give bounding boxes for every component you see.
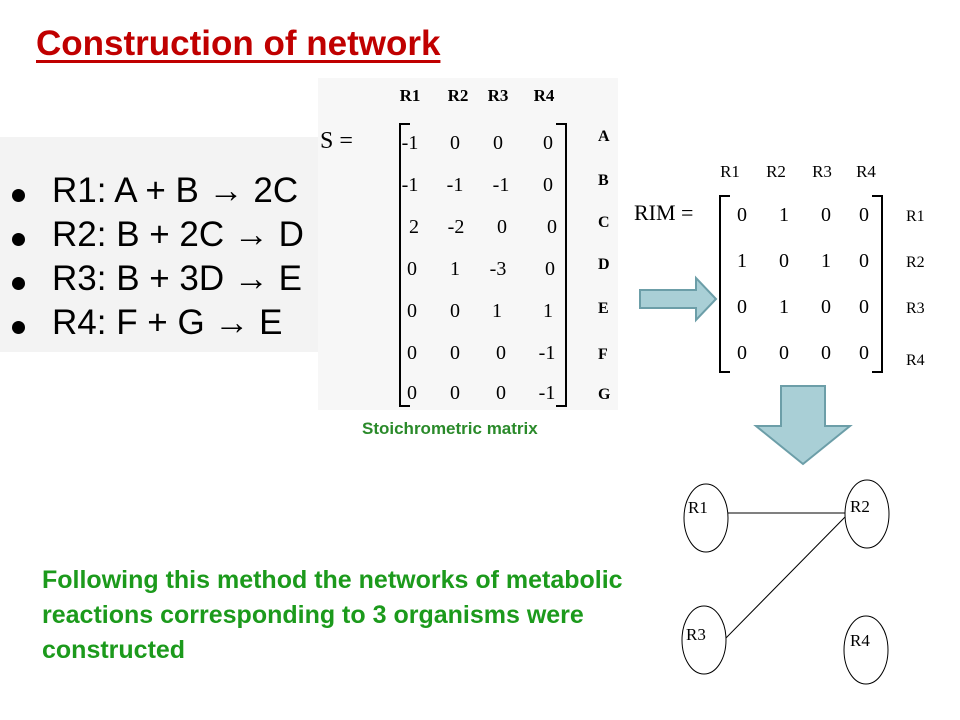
matrix-cell: 0 bbox=[450, 342, 460, 364]
row-label: R2 bbox=[906, 254, 925, 271]
node-r3 bbox=[681, 605, 727, 675]
matrix-cell: 0 bbox=[543, 174, 553, 196]
matrix-cell: 1 bbox=[543, 300, 553, 322]
node-label: R4 bbox=[850, 631, 870, 650]
row-label: G bbox=[598, 386, 611, 403]
rim-cell: 0 bbox=[859, 342, 869, 364]
matrix-cell: -1 bbox=[538, 342, 556, 364]
col-header: R2 bbox=[447, 86, 469, 105]
reaction-list: R1: A + B → 2C R2: B + 2C → D R3: B + 3D… bbox=[0, 137, 322, 352]
matrix-cell: -1 bbox=[446, 174, 464, 196]
row-label: D bbox=[598, 256, 610, 273]
matrix-cell: -1 bbox=[401, 132, 419, 154]
node-r2 bbox=[844, 479, 890, 549]
down-arrow-icon bbox=[753, 385, 853, 466]
row-label: B bbox=[598, 172, 609, 189]
matrix-cell: 0 bbox=[547, 216, 557, 238]
matrix-brackets bbox=[399, 123, 567, 407]
rim-cell: 0 bbox=[859, 250, 869, 272]
rim-cell: 0 bbox=[821, 342, 831, 364]
rim-cell: 0 bbox=[859, 296, 869, 318]
matrix-cell: 1 bbox=[450, 258, 460, 280]
matrix-cell: 0 bbox=[496, 342, 506, 364]
matrix-cell: 0 bbox=[407, 300, 417, 322]
matrix-cell: -2 bbox=[447, 216, 465, 238]
rim-cell: 0 bbox=[737, 296, 747, 318]
reaction-label: R4: F + G → E bbox=[52, 303, 283, 342]
matrix-cell: 2 bbox=[409, 216, 419, 238]
matrix-cell: -1 bbox=[492, 174, 510, 196]
row-label: F bbox=[598, 346, 608, 363]
rim-cell: 1 bbox=[821, 250, 831, 272]
node-r4 bbox=[843, 615, 889, 685]
page-title: Construction of network bbox=[36, 24, 441, 63]
col-header: R1 bbox=[720, 162, 740, 181]
matrix-cell: 0 bbox=[450, 382, 460, 404]
rim-cell: 0 bbox=[821, 204, 831, 226]
row-label: E bbox=[598, 300, 609, 317]
row-label: A bbox=[598, 128, 610, 145]
matrix-cell: -3 bbox=[489, 258, 507, 280]
matrix-symbol-rim: RIM = bbox=[634, 200, 694, 225]
rim-cell: 1 bbox=[779, 296, 789, 318]
col-header: R4 bbox=[856, 162, 876, 181]
matrix-caption: Stoichrometric matrix bbox=[362, 419, 538, 438]
node-label: R1 bbox=[688, 498, 708, 517]
reaction-label: R2: B + 2C → D bbox=[52, 215, 304, 254]
rim-cell: 0 bbox=[779, 342, 789, 364]
matrix-cell: 0 bbox=[545, 258, 555, 280]
matrix-cell: 1 bbox=[492, 300, 502, 322]
matrix-cell: 0 bbox=[493, 132, 503, 154]
rim-cell: 0 bbox=[737, 204, 747, 226]
rim-cell: 0 bbox=[859, 204, 869, 226]
row-label: R4 bbox=[906, 352, 925, 369]
summary-text: Following this method the networks of me… bbox=[42, 566, 623, 664]
bullet-icon bbox=[12, 233, 25, 246]
row-label: C bbox=[598, 214, 610, 231]
matrix-cell: 0 bbox=[407, 342, 417, 364]
reaction-label: R1: A + B → 2C bbox=[52, 171, 299, 210]
node-r1 bbox=[683, 483, 729, 553]
matrix-cell: 0 bbox=[450, 300, 460, 322]
rim-cell: 1 bbox=[779, 204, 789, 226]
bullet-icon bbox=[12, 321, 25, 334]
row-label: R3 bbox=[906, 300, 925, 317]
matrix-cell: 0 bbox=[450, 132, 460, 154]
node-label: R2 bbox=[850, 497, 870, 516]
matrix-cell: 0 bbox=[543, 132, 553, 154]
rim-cell: 1 bbox=[737, 250, 747, 272]
col-header: R1 bbox=[399, 86, 421, 105]
bullet-icon bbox=[12, 277, 25, 290]
col-header: R2 bbox=[766, 162, 786, 181]
rim-cell: 0 bbox=[737, 342, 747, 364]
col-header: R3 bbox=[812, 162, 832, 181]
right-arrow-icon bbox=[639, 275, 718, 323]
matrix-symbol-s: S = bbox=[320, 128, 353, 154]
rim-cell: 0 bbox=[821, 296, 831, 318]
stoichiometric-matrix: S = R1 R2 R3 R4 -1 0 0 0 -1 -1 -1 0 2 -2… bbox=[318, 78, 618, 410]
matrix-cell: -1 bbox=[538, 382, 556, 404]
rim-cell: 0 bbox=[779, 250, 789, 272]
matrix-cell: 0 bbox=[407, 382, 417, 404]
col-header: R3 bbox=[487, 86, 509, 105]
matrix-cell: -1 bbox=[401, 174, 419, 196]
row-label: R1 bbox=[906, 208, 925, 225]
matrix-cell: 0 bbox=[407, 258, 417, 280]
reaction-label: R3: B + 3D → E bbox=[52, 259, 302, 298]
node-label: R3 bbox=[686, 625, 706, 644]
edge-r3-r2 bbox=[723, 513, 849, 641]
bullet-icon bbox=[12, 189, 25, 202]
col-header: R4 bbox=[533, 86, 555, 105]
matrix-cell: 0 bbox=[497, 216, 507, 238]
matrix-cell: 0 bbox=[496, 382, 506, 404]
